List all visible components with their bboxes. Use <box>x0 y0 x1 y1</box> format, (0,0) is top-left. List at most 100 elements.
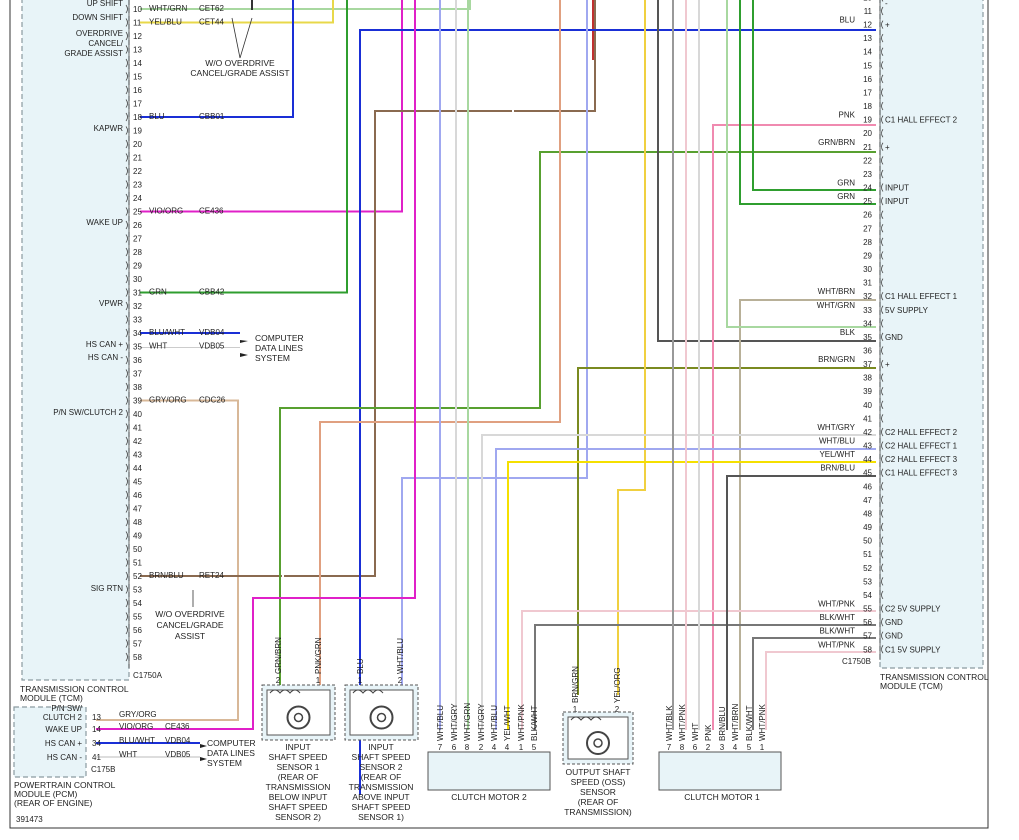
wire-color-label: WHT/BLU <box>396 638 405 674</box>
tcm-left-pin-52: 52 <box>133 572 142 581</box>
tcm-right-pin-38: 38 <box>863 374 872 383</box>
pin-tick <box>125 396 128 405</box>
pin-tick <box>125 463 128 473</box>
wire-color-label: GRN <box>149 288 167 297</box>
wire-color-label: WHT/BLU <box>436 705 445 741</box>
wire-cbb42 <box>140 0 348 294</box>
pin-tick <box>881 6 884 16</box>
pin-tick <box>881 414 884 423</box>
circuit-label: CE436 <box>199 207 224 216</box>
pin-tick <box>881 47 884 56</box>
tcm-left-connector: C1750A <box>133 671 163 680</box>
pin-tick <box>881 590 884 600</box>
wire-wht-brn-32 <box>739 299 876 730</box>
pin-tick <box>881 522 884 532</box>
tcm-right-pin-11: 11 <box>864 7 873 16</box>
pin-tick <box>881 359 884 369</box>
pcm-wire-color: WHT <box>119 750 137 759</box>
wire-color-label: WHT/PNK <box>758 703 767 741</box>
wire-color-label: WHT/GRY <box>450 703 459 741</box>
pin-tick <box>125 652 128 662</box>
wire-ret24 <box>140 0 596 577</box>
connector-pin: 5 <box>747 743 752 752</box>
pin-tick <box>125 409 128 419</box>
iss1-name: SENSOR 1 <box>277 762 320 772</box>
pin-tick <box>881 237 884 247</box>
pin-tick <box>125 301 128 311</box>
pin-tick <box>881 482 884 491</box>
tcm-left-pin-55: 55 <box>133 613 142 622</box>
wire-grn-24 <box>752 0 876 191</box>
tcm-right-pin-44: 44 <box>863 455 872 464</box>
tcm-left-pin-22: 22 <box>133 167 142 176</box>
tcm-right-signal: INPUT <box>885 184 909 193</box>
pin-tick <box>881 400 884 410</box>
tcm-left-pin-41: 41 <box>133 424 142 433</box>
connector-pin: 6 <box>693 743 698 752</box>
wire-wht-blu-iss2 <box>401 0 588 690</box>
tcm-right-top-stub: - <box>885 0 888 8</box>
pin-tick <box>125 139 128 149</box>
tcm-right-pin-57: 57 <box>863 632 872 641</box>
tcm-left-pin-30: 30 <box>133 275 142 284</box>
tcm-right-signal: C1 HALL EFFECT 1 <box>885 292 958 301</box>
iss2-name: SHAFT SPEED <box>352 752 411 762</box>
tcm-left-signal: OVERDRIVE <box>76 29 123 38</box>
tcm-left-pin-26: 26 <box>133 221 142 230</box>
pin-tick <box>881 0 884 2</box>
tcm-left-pin-19: 19 <box>133 127 142 136</box>
wire-color-label: BLK <box>840 328 856 337</box>
pin-tick <box>881 346 884 355</box>
tcm-right-signal: INPUT <box>885 197 909 206</box>
wire-color-label: WHT/BLK <box>665 705 674 741</box>
pin-tick <box>125 72 128 81</box>
tcm-left-pin-56: 56 <box>133 626 142 635</box>
wire-color-label: WHT/BRN <box>731 703 740 741</box>
pcm-circuit: VDB05 <box>165 750 191 759</box>
wire-color-label: BRN/BLU <box>149 571 184 580</box>
tcm-right-pin-46: 46 <box>863 482 872 491</box>
tcm-right-block <box>879 0 984 669</box>
tcm-right-pin-40: 40 <box>863 401 872 410</box>
pin-tick <box>881 128 884 138</box>
diagram-frame <box>9 0 989 829</box>
tcm-left-pin-15: 15 <box>133 73 142 82</box>
tcm-left-pin-34: 34 <box>133 329 142 338</box>
tcm-left-pin-25: 25 <box>133 208 142 217</box>
iss2-name: INPUT <box>368 742 394 752</box>
wire-ce436-tcm <box>140 0 403 213</box>
wire-color-label: BRN/BLU <box>820 464 855 473</box>
connector-pin: 7 <box>438 743 443 752</box>
pcm-signal: CLUTCH 2 <box>43 713 83 722</box>
wire-group <box>96 0 876 795</box>
pin-tick <box>881 88 884 97</box>
pin-tick <box>125 274 128 284</box>
pcm-name: (REAR OF ENGINE) <box>14 798 93 808</box>
tcm-right-signal: + <box>885 360 890 369</box>
wire-color-label: YEL/WHT <box>819 450 855 459</box>
pin-tick <box>881 373 884 382</box>
wire-color-label: GRN/BRN <box>818 138 855 147</box>
tcm-right-connector: C1750B <box>842 657 871 666</box>
wire-wht-grn-33 <box>726 0 876 328</box>
tcm-left-pin-37: 37 <box>133 370 142 379</box>
oss-name: SPEED (OSS) <box>571 777 626 787</box>
tcm-left-signal: P/N SW/CLUTCH 2 <box>53 408 123 417</box>
pin-tick <box>125 112 128 122</box>
tcm-left-pin-45: 45 <box>133 478 142 487</box>
tcm-left-pin-40: 40 <box>133 410 142 419</box>
tcm-right-pin-56: 56 <box>863 618 872 627</box>
tcm-left-pin-13: 13 <box>133 46 142 55</box>
circuit-label: VDB05 <box>199 342 225 351</box>
pin-tick <box>881 101 884 111</box>
wire-cet62 <box>140 0 471 10</box>
tcm-right-pin-12: 12 <box>863 21 872 30</box>
connector-pin: 2 <box>706 743 711 752</box>
wire-blk-35 <box>657 0 876 342</box>
connector-pin: 3 <box>720 743 725 752</box>
pin-tick <box>881 115 884 124</box>
tcm-right-pin-35: 35 <box>863 333 872 342</box>
clutch-motor-2 <box>427 751 551 791</box>
wire-color-label: YEL/ORG <box>613 667 622 703</box>
tcm-left-pin-35: 35 <box>133 343 142 352</box>
